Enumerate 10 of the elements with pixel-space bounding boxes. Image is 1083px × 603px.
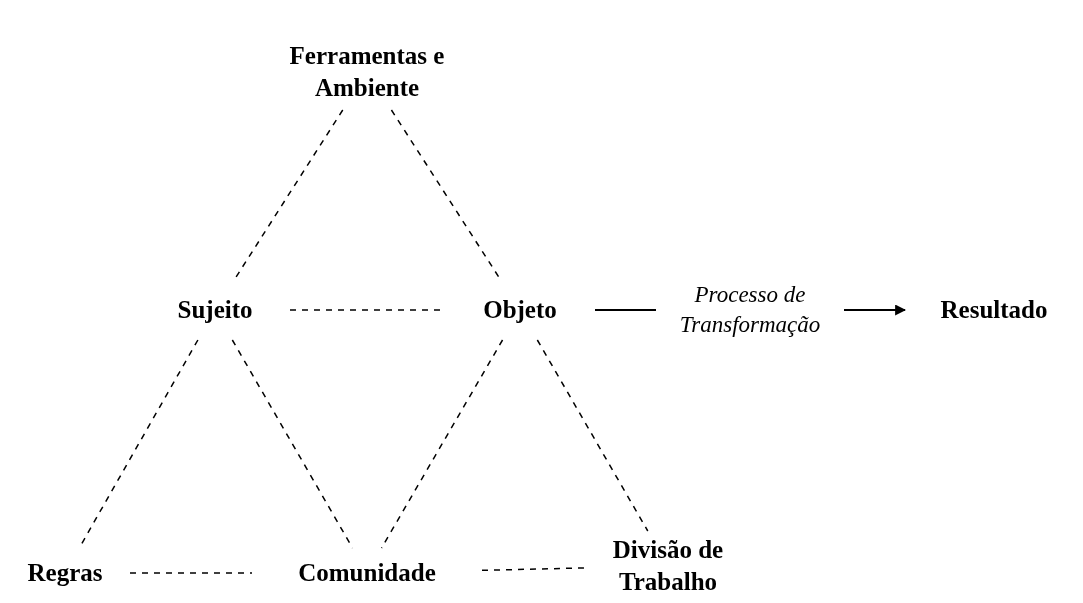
node-label: Sujeito xyxy=(177,294,253,325)
dashed-line xyxy=(129,572,253,574)
node-label: Divisão de Trabalho xyxy=(611,534,725,597)
node-label: Objeto xyxy=(483,294,557,325)
node-label: Comunidade xyxy=(298,557,436,588)
node-label: Resultado xyxy=(940,294,1048,325)
node-label: Regras xyxy=(27,557,103,588)
dashed-line xyxy=(536,339,649,532)
node-label: Ferramentas e Ambiente xyxy=(288,40,446,103)
dashed-line xyxy=(380,339,504,549)
